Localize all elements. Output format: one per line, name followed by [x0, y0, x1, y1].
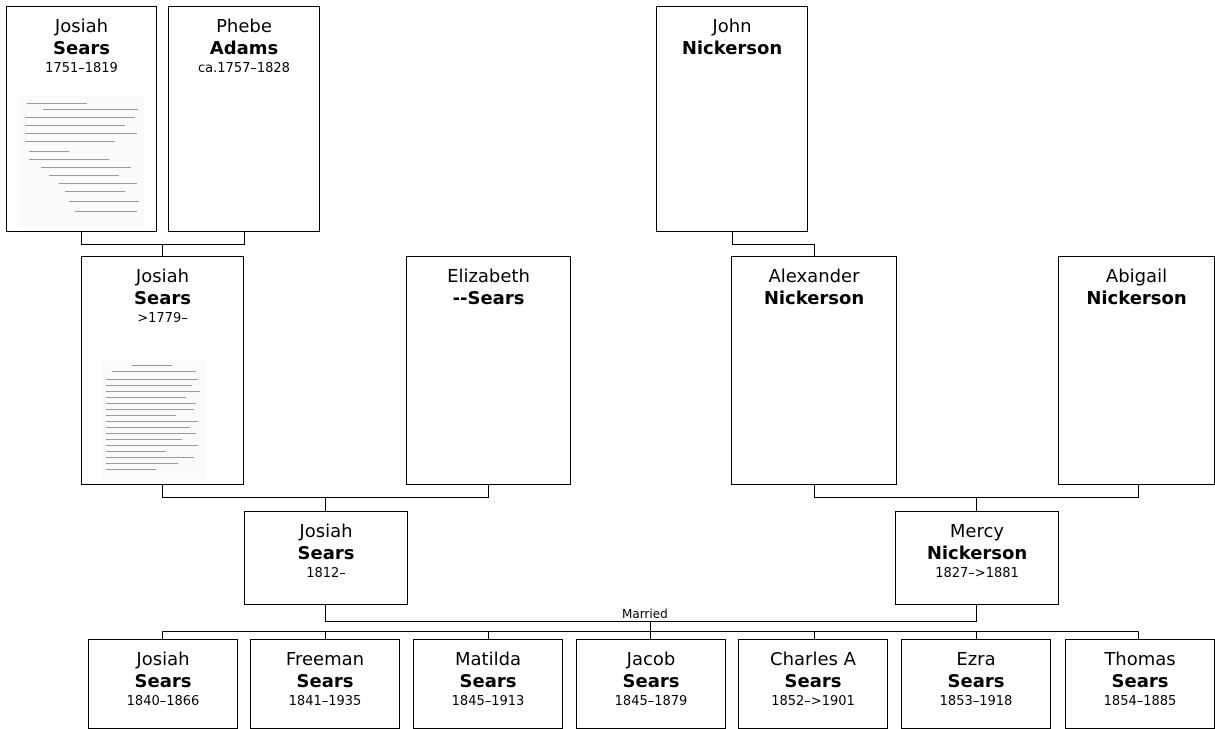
surname: Nickerson: [1086, 288, 1187, 309]
connector-line: [814, 484, 1139, 512]
given-name: Charles A: [770, 649, 856, 670]
given-name: Matilda: [454, 649, 522, 670]
surname: Sears: [296, 671, 354, 692]
surname: Sears: [947, 671, 1005, 692]
surname: Sears: [459, 671, 517, 692]
person-mercy-nickerson[interactable]: Mercy Nickerson 1827–>1881: [895, 511, 1059, 605]
person-alexander-nickerson[interactable]: Alexander Nickerson: [731, 256, 897, 485]
life-years: 1852–>1901: [771, 694, 855, 709]
given-name: Jacob: [626, 649, 676, 670]
surname: Sears: [622, 671, 680, 692]
given-name: Josiah: [136, 649, 190, 670]
given-name: Alexander: [768, 266, 860, 287]
surname: Sears: [1111, 671, 1169, 692]
connector-line: [162, 484, 489, 512]
life-years: 1827–>1881: [935, 566, 1019, 581]
given-name: Mercy: [949, 521, 1005, 542]
connector-line: [162, 621, 1139, 632]
connector-line: [81, 231, 245, 257]
given-name: Josiah: [54, 16, 109, 37]
given-name: Josiah: [135, 266, 190, 287]
person-john-nickerson[interactable]: John Nickerson: [656, 6, 808, 232]
given-name: Phebe: [216, 16, 272, 37]
document-thumbnail[interactable]: [19, 95, 145, 227]
life-years: 1841–1935: [288, 694, 362, 709]
life-years: ca.1757–1828: [198, 61, 290, 76]
connector-line: [732, 231, 815, 257]
life-years: 1812–: [306, 566, 346, 581]
surname: Nickerson: [763, 288, 865, 309]
surname: Nickerson: [681, 38, 783, 59]
given-name: Elizabeth: [447, 266, 530, 287]
surname: Sears: [784, 671, 842, 692]
given-name: Ezra: [956, 649, 996, 670]
life-years: 1854–1885: [1103, 694, 1177, 709]
connector-line: [162, 631, 1139, 640]
person-abigail-nickerson[interactable]: Abigail Nickerson: [1058, 256, 1215, 485]
life-years: 1853–1918: [939, 694, 1013, 709]
life-years: 1840–1866: [126, 694, 200, 709]
married-label: Married: [620, 607, 670, 621]
person-josiah-sears-1812[interactable]: Josiah Sears 1812–: [244, 511, 408, 605]
surname: Sears: [134, 288, 191, 309]
person-josiah-sears-1779[interactable]: Josiah Sears >1779–: [81, 256, 244, 485]
surname: --Sears: [452, 288, 525, 309]
given-name: Abigail: [1105, 266, 1168, 287]
person-elizabeth-sears[interactable]: Elizabeth --Sears: [406, 256, 571, 485]
given-name: Josiah: [299, 521, 353, 542]
surname: Sears: [53, 38, 110, 59]
life-years: >1779–: [137, 311, 188, 326]
life-years: 1751–1819: [45, 61, 118, 76]
surname: Nickerson: [926, 543, 1028, 564]
given-name: Freeman: [285, 649, 365, 670]
surname: Adams: [209, 38, 279, 59]
given-name: John: [712, 16, 752, 37]
person-josiah-sears-1751[interactable]: Josiah Sears 1751–1819: [6, 6, 157, 232]
document-thumbnail[interactable]: [102, 361, 206, 479]
surname: Sears: [297, 543, 355, 564]
person-phebe-adams[interactable]: Phebe Adams ca.1757–1828: [168, 6, 320, 232]
life-years: 1845–1913: [451, 694, 525, 709]
life-years: 1845–1879: [614, 694, 688, 709]
surname: Sears: [134, 671, 192, 692]
given-name: Thomas: [1104, 649, 1176, 670]
